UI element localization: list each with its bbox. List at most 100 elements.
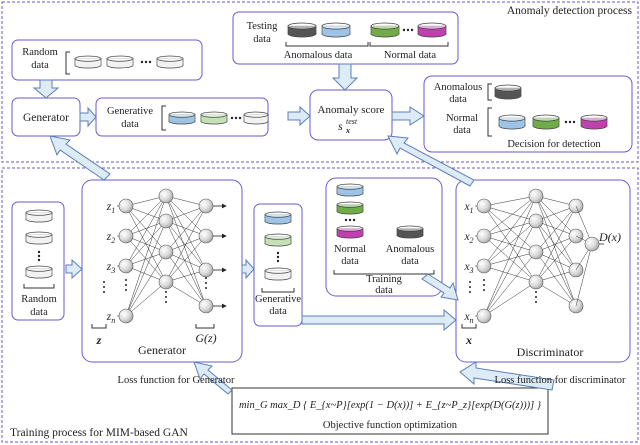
- anomalous-bracket: [285, 42, 369, 47]
- discriminator-input-label: xn: [463, 311, 473, 325]
- generative-top-bracket: [161, 105, 166, 131]
- db-icon: [580, 114, 608, 130]
- random-bottom-bracket: [23, 284, 55, 289]
- net-edge: [483, 251, 537, 317]
- random-bottom-db-icons: [25, 209, 53, 279]
- discriminator-network-box: [455, 179, 631, 363]
- ellipsis-icon: [205, 277, 207, 289]
- ellipsis-icon: [344, 218, 356, 222]
- ellipsis-icon: [37, 250, 41, 262]
- net-edge: [483, 220, 537, 237]
- neuron-node: [528, 274, 544, 290]
- net-edge: [535, 281, 577, 307]
- ellipsis-icon: [276, 251, 280, 263]
- neuron-node: [476, 308, 492, 324]
- generative-top-label-2: data: [121, 119, 139, 130]
- db-icon: [264, 211, 292, 225]
- db-icon: [321, 22, 351, 38]
- arrow-generator-to-generative: [79, 106, 97, 128]
- net-edge: [483, 235, 537, 253]
- generator-z-bracket: [91, 324, 107, 329]
- ellipsis-icon: [165, 291, 167, 303]
- neuron-node: [198, 228, 214, 244]
- decision-normal-2: data: [453, 125, 471, 136]
- ellipsis-icon: [535, 291, 537, 303]
- decision-anomalous-bracket: [487, 83, 492, 101]
- net-edge: [483, 195, 537, 237]
- arrow-random-to-gennet: [65, 258, 83, 280]
- net-edge: [125, 195, 167, 267]
- db-icon: [264, 233, 292, 247]
- db-icon: [106, 55, 134, 69]
- neuron-node: [528, 213, 544, 229]
- training-anomalous-2: data: [401, 256, 419, 267]
- training-label-1: Training: [366, 274, 403, 285]
- db-icon: [336, 225, 364, 239]
- generator-input-label: z2: [106, 231, 115, 245]
- neuron-node: [528, 244, 544, 260]
- discriminator-edges: [483, 195, 577, 317]
- net-edge: [125, 195, 167, 237]
- net-edge: [165, 235, 207, 283]
- db-icon: [74, 55, 102, 69]
- net-edge: [483, 205, 537, 253]
- discriminator-x-label: x: [465, 333, 472, 347]
- discriminator-input-label: x2: [463, 231, 473, 245]
- generative-bottom-label-2: data: [269, 306, 287, 317]
- arrow-gennet-to-generative: [241, 258, 255, 280]
- net-edge: [535, 220, 577, 271]
- generator-z-label: z: [96, 333, 102, 347]
- db-icon: [336, 183, 364, 197]
- db-icon: [287, 22, 317, 38]
- random-top-label-1: Random: [22, 47, 58, 58]
- net-edge: [165, 220, 207, 307]
- net-edge: [535, 205, 577, 283]
- discriminator-title: Discriminator: [517, 345, 584, 359]
- db-icon: [494, 84, 522, 100]
- ellipsis-icon: [483, 279, 485, 291]
- net-edge: [165, 195, 207, 307]
- neuron-node: [198, 298, 214, 314]
- discriminator-output-label: D(x): [598, 230, 621, 244]
- db-icon: [25, 231, 53, 245]
- ellipsis-icon: [230, 116, 242, 120]
- neuron-node: [118, 308, 134, 324]
- generative-top-label-1: Generative: [107, 106, 153, 117]
- objective-formula: min_G max_D { E_{x~P}[exp(1 − D(x))] + E…: [239, 400, 542, 411]
- generator-box-label: Generator: [23, 112, 69, 124]
- db-icon: [498, 114, 526, 130]
- anomaly-section-frame: [1, 1, 639, 163]
- net-edge: [483, 195, 537, 317]
- random-top-db-icons: [74, 55, 184, 69]
- arrow-generative-to-score: [287, 105, 311, 127]
- anomaly-score-label: Anomaly score: [318, 104, 385, 116]
- generator-input-label: z3: [106, 261, 115, 275]
- net-edge: [483, 195, 537, 267]
- training-db-icons: [336, 183, 424, 239]
- training-bracket: [333, 270, 435, 275]
- db-icon: [25, 265, 53, 279]
- net-edge: [483, 220, 537, 317]
- arrow-objective-to-gennet: [193, 361, 233, 395]
- generator-input-label: zn: [106, 311, 115, 325]
- neuron-node: [198, 262, 214, 278]
- db-icon: [264, 267, 292, 281]
- db-icon: [200, 111, 228, 125]
- neuron-node: [476, 258, 492, 274]
- generator-input-label: z1: [106, 201, 115, 215]
- neuron-node: [118, 228, 134, 244]
- arrow-objective-to-disc: [459, 361, 555, 391]
- generator-gz-bracket: [195, 324, 215, 329]
- db-icon: [396, 225, 424, 239]
- anomaly-score-symbol: s: [338, 119, 343, 133]
- net-edge: [125, 195, 167, 317]
- arrow-training-to-disc: [421, 273, 459, 301]
- net-edge: [125, 205, 167, 253]
- arrow-random-to-generator: [32, 79, 60, 99]
- arrow-testing-to-score: [331, 63, 359, 91]
- net-edge: [125, 220, 167, 317]
- discriminator-input-label: x1: [463, 201, 473, 215]
- net-edge: [483, 220, 537, 267]
- db-icon: [532, 114, 560, 130]
